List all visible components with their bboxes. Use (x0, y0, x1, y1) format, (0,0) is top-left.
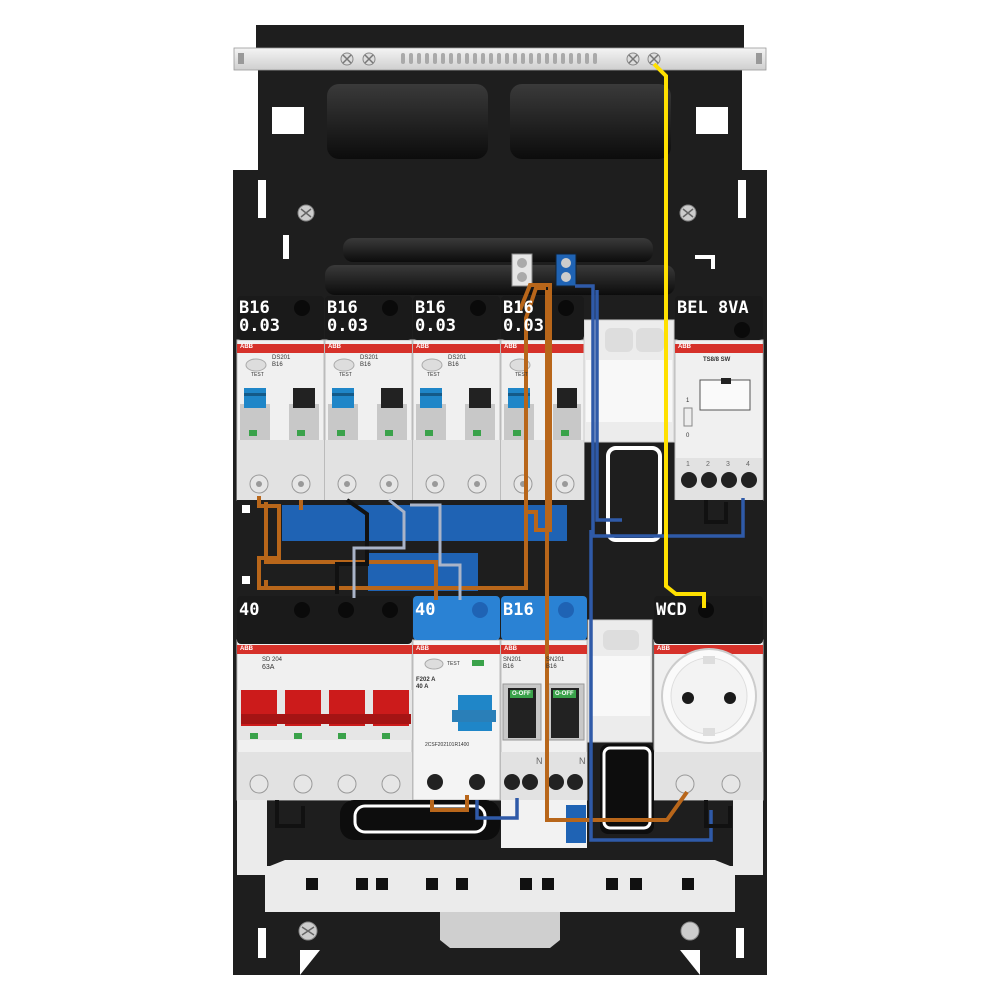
rcbo-label: B16 (239, 298, 270, 318)
rcbo-type: B16 (448, 362, 459, 368)
rcbo-label: B16 (327, 298, 358, 318)
main-switch[interactable] (236, 639, 413, 801)
bell-position-on: 1 (686, 398, 690, 404)
rcbo-type: B16 (360, 362, 371, 368)
socket-label: WCD (656, 600, 687, 620)
mcb-type: B16 (503, 664, 514, 670)
bell-terminal-number: 3 (726, 461, 730, 468)
bell-position-off: 0 (686, 433, 690, 439)
rcbo-test: TEST (515, 372, 528, 378)
rcbo-sensitivity: 0.03 (503, 316, 544, 336)
mcb-model: SN201 (546, 657, 565, 663)
rcbo-sensitivity: 0.03 (415, 316, 456, 336)
rcbo-sensitivity: 0.03 (327, 316, 368, 336)
wire-yellow (652, 62, 706, 608)
rcbo-module[interactable] (324, 339, 413, 501)
wire-grey (352, 498, 462, 600)
mcb-neutral-mark: N (536, 756, 543, 766)
abb-logo: ABB (657, 646, 670, 652)
abb-logo: ABB (416, 646, 429, 652)
neutral-terminal (511, 253, 533, 287)
socket-outlet[interactable] (653, 639, 764, 801)
rcd-model: F202 A (416, 677, 436, 683)
bottom-tray (237, 744, 763, 948)
blank-cover (583, 319, 675, 443)
mcb-label: B16 (503, 600, 534, 620)
rcbo-model: DS201 (360, 355, 379, 361)
abb-logo: ABB (328, 344, 341, 350)
rcd-label: 40 (415, 600, 436, 620)
rcbo-module[interactable] (412, 339, 501, 501)
mcb-switch-state: O-OFF (553, 690, 576, 698)
bell-transformer[interactable] (674, 339, 764, 501)
mcb-model: SN201 (503, 657, 522, 663)
main-switch-rating: 63A (262, 664, 275, 671)
rcbo-test: TEST (251, 372, 264, 378)
rcbo-test: TEST (339, 372, 352, 378)
top-rail (233, 47, 767, 71)
rcbo-label: B16 (503, 298, 534, 318)
rcbo-type: B16 (272, 362, 283, 368)
main-switch-model: SD 204 (262, 657, 283, 663)
rcd-rating: 40 A (416, 684, 429, 690)
blank-cover (587, 619, 653, 743)
abb-logo: ABB (416, 344, 429, 350)
abb-logo: ABB (504, 646, 517, 652)
rcd-code: 2CSF202101R1400 (425, 742, 470, 748)
label-strip-top (237, 296, 763, 340)
main-switch-label: 40 (239, 600, 260, 620)
abb-logo: ABB (240, 646, 253, 652)
bell-model: TS8/8 SW (703, 357, 731, 363)
rcbo-module[interactable] (500, 339, 585, 501)
bell-terminal-number: 4 (746, 461, 750, 468)
rcbo-test: TEST (427, 372, 440, 378)
bell-transformer-label: BEL 8VA (677, 298, 749, 318)
abb-logo: ABB (678, 344, 691, 350)
rcbo-sensitivity: 0.03 (239, 316, 280, 336)
rcbo-model: DS201 (448, 355, 467, 361)
mcb-switch-state: O-OFF (510, 690, 533, 698)
rcd-module[interactable] (412, 639, 501, 801)
rcd-test: TEST (447, 661, 460, 667)
rcbo-model: DS201 (272, 355, 291, 361)
bolt-icon (242, 505, 249, 512)
wire-black (275, 498, 732, 828)
bell-terminal-number: 2 (706, 461, 710, 468)
abb-logo: ABB (504, 344, 517, 350)
rcbo-label: B16 (415, 298, 446, 318)
screw-icon (297, 52, 700, 941)
abb-logo: ABB (240, 344, 253, 350)
bell-terminal-number: 1 (686, 461, 690, 468)
wire-brown (257, 283, 689, 822)
mcb-neutral-mark: N (579, 756, 586, 766)
earth-terminal (555, 253, 577, 287)
mcb-type: B16 (546, 664, 557, 670)
rcbo-module[interactable] (236, 339, 325, 501)
